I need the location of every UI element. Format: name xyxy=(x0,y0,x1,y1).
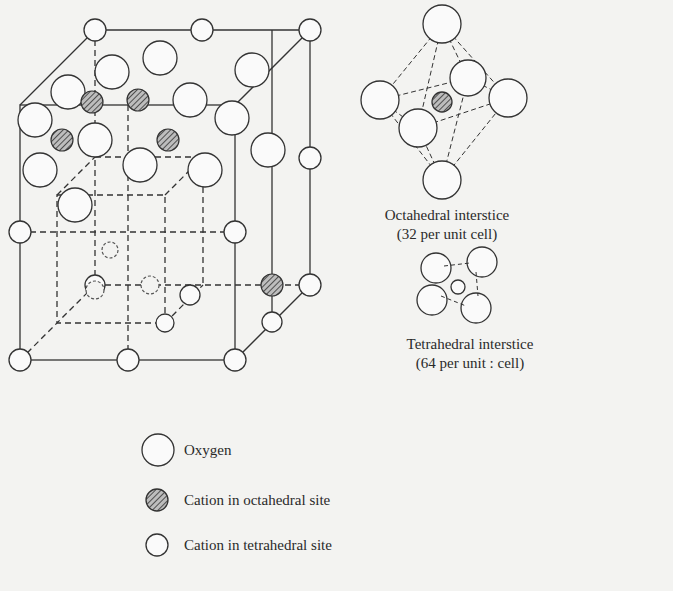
octahedral-interstice xyxy=(361,5,527,199)
legend-text: Oxygen xyxy=(184,441,232,459)
oxygen-ions xyxy=(9,19,321,371)
legend-samples xyxy=(142,434,174,556)
interstice-label: Octahedral interstice xyxy=(385,206,510,224)
legend-text: Cation in tetrahedral site xyxy=(184,536,332,554)
legend-text: Cation in octahedral site xyxy=(184,491,330,509)
tetrahedral-cations xyxy=(86,242,159,299)
interstice-count: (32 per unit cell) xyxy=(397,225,497,243)
interstice-count: (64 per unit : cell) xyxy=(416,354,524,372)
octahedral-cations xyxy=(51,89,283,296)
cube-frame xyxy=(20,30,310,360)
interstice-label: Tetrahedral interstice xyxy=(407,335,534,353)
tetrahedral-interstice xyxy=(417,247,497,323)
